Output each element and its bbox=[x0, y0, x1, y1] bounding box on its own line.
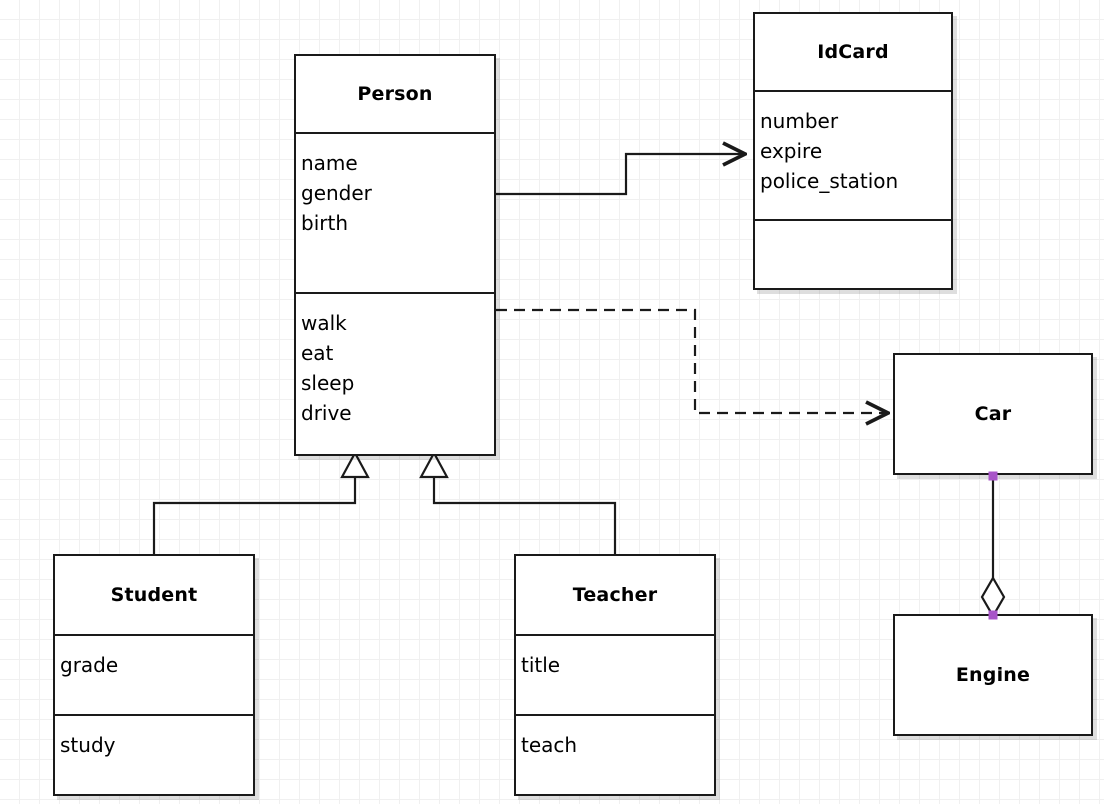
edge-handle-car[interactable] bbox=[988, 471, 998, 481]
class-idcard-attributes: number expire police_station bbox=[755, 90, 951, 219]
edge-person-car[interactable] bbox=[496, 308, 888, 413]
attribute: expire bbox=[760, 139, 823, 163]
class-engine-title: Engine bbox=[955, 664, 1031, 686]
method: teach bbox=[521, 733, 578, 757]
class-person-title: Person bbox=[357, 83, 433, 105]
method: sleep bbox=[301, 371, 355, 395]
class-teacher-attributes: title bbox=[516, 634, 714, 714]
class-teacher-title: Teacher bbox=[572, 584, 658, 606]
class-idcard[interactable]: IdCard number expire police_station bbox=[753, 12, 953, 290]
attribute: name bbox=[301, 151, 358, 175]
edge-person-idcard[interactable] bbox=[496, 154, 745, 196]
attribute: birth bbox=[301, 211, 348, 235]
method: walk bbox=[301, 311, 347, 335]
class-car[interactable]: Car bbox=[893, 353, 1093, 475]
method: study bbox=[60, 733, 116, 757]
class-person-attributes: name gender birth bbox=[296, 132, 494, 292]
class-student[interactable]: Student grade study bbox=[53, 554, 255, 796]
class-student-methods: study bbox=[55, 714, 253, 796]
class-person-methods: walk eat sleep drive bbox=[296, 292, 494, 454]
attribute: title bbox=[521, 653, 561, 677]
method: drive bbox=[301, 401, 352, 425]
generalization-triangle-teacher bbox=[419, 450, 449, 479]
class-teacher-methods: teach bbox=[516, 714, 714, 796]
class-engine[interactable]: Engine bbox=[893, 614, 1093, 736]
class-student-attributes: grade bbox=[55, 634, 253, 714]
attribute: police_station bbox=[760, 169, 899, 193]
class-idcard-methods bbox=[755, 219, 951, 288]
class-teacher[interactable]: Teacher title teach bbox=[514, 554, 716, 796]
attribute: grade bbox=[60, 653, 119, 677]
method: eat bbox=[301, 341, 334, 365]
class-student-title: Student bbox=[110, 584, 198, 606]
edge-car-engine[interactable] bbox=[980, 476, 1006, 619]
edge-student-person[interactable] bbox=[152, 450, 370, 554]
edge-handle-engine[interactable] bbox=[988, 610, 998, 620]
edge-teacher-person[interactable] bbox=[419, 450, 617, 554]
attribute: number bbox=[760, 109, 839, 133]
attribute: gender bbox=[301, 181, 372, 205]
class-person[interactable]: Person name gender birth walk eat sleep … bbox=[294, 54, 496, 456]
class-car-title: Car bbox=[974, 403, 1012, 425]
class-idcard-title: IdCard bbox=[817, 41, 889, 63]
generalization-triangle-student bbox=[340, 450, 370, 479]
